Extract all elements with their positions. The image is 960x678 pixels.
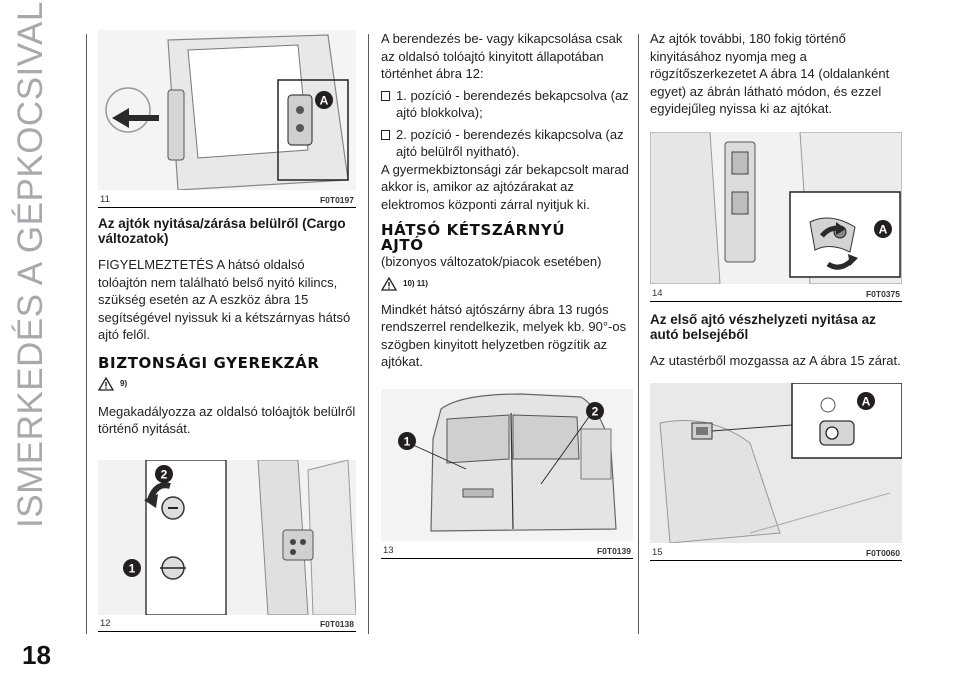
page-number: 18 (22, 640, 51, 670)
column-1: A 11 F0T0197 Az ajtók nyitása/zárása bel… (98, 30, 356, 632)
heading-emergency-opening: Az első ajtó vészhelyzeti nyitása az aut… (650, 311, 876, 342)
warning-reference: 9) (98, 376, 356, 391)
figure-13: 1 2 13 F0T0139 (381, 388, 633, 559)
figure-12: 2 1 12 F0T0138 (98, 459, 356, 632)
list-item-position-2: 2. pozíció - berendezés kikapcsolva (az … (381, 126, 633, 161)
callout-a-label: A (320, 94, 329, 108)
paragraph-lock: A gyermekbiztonsági zár bekapcsolt marad… (381, 161, 629, 212)
figure-14-illustration: A (650, 131, 902, 284)
side-section-title: ISMERKEDÉS A GÉPKOCSIVAL (11, 1, 50, 528)
callout-a-badge (315, 91, 333, 109)
figure-13-illustration: 1 2 (381, 388, 633, 541)
column-3: Az ajtók további, 180 fokig történő kiny… (650, 30, 902, 561)
figure-14: A 14 F0T0375 (650, 131, 902, 302)
callout-2-badge (155, 464, 173, 483)
column-divider-2 (638, 34, 639, 634)
warning-triangle-icon (98, 376, 114, 391)
figure-12-illustration: 2 1 (98, 459, 356, 615)
paragraph-child-lock: Megakadályozza az oldalsó tolóajtók belü… (98, 403, 356, 437)
svg-text:A: A (862, 395, 871, 409)
heading-child-lock: BIZTONSÁGI GYEREKZÁR (98, 353, 320, 372)
callout-1-badge (398, 431, 416, 450)
figure-15-illustration: A (650, 383, 902, 543)
left-margin-rule (86, 34, 87, 634)
list-item-position-1: 1. pozíció - berendezés bekapcsolva (az … (381, 87, 633, 122)
checkbox-bullet-icon (381, 90, 390, 101)
warning-reference: 10) 11) (381, 276, 633, 291)
checkbox-bullet-icon (381, 129, 390, 140)
figure-code: F0T0138 (319, 618, 354, 629)
paragraph-move-lock: Az utastérből mozgassa az A ábra 15 zára… (650, 352, 901, 368)
warning-triangle-icon (381, 276, 397, 291)
callout-1-badge (123, 558, 141, 577)
paragraph-warning: FIGYELMEZTETÉS A hátsó oldalsó tolóajtón… (98, 257, 351, 342)
svg-text:2: 2 (161, 467, 168, 481)
figure-number: 14 (652, 287, 663, 299)
column-2: A berendezés be- vagy kikapcsolása csak … (381, 30, 633, 559)
callout-a-badge (874, 219, 892, 238)
figure-number: 11 (100, 194, 110, 205)
figure-15: A 15 F0T0060 (650, 383, 902, 561)
figure-code: F0T0060 (865, 548, 900, 558)
svg-text:1: 1 (404, 434, 411, 448)
figure-number: 15 (652, 547, 663, 558)
paragraph-intro: A berendezés be- vagy kikapcsolása csak … (381, 31, 623, 81)
paragraph-springs: Mindkét hátsó ajtószárny ábra 13 rugós r… (381, 301, 627, 370)
column-divider-1 (368, 34, 369, 634)
figure-11-illustration: A (98, 30, 356, 190)
callout-2-badge (586, 401, 604, 420)
figure-11: A 11 F0T0197 (98, 30, 356, 208)
svg-text:1: 1 (129, 561, 136, 575)
figure-code: F0T0375 (865, 288, 900, 299)
svg-text:2: 2 (592, 404, 599, 418)
heading-rear-double-door: HÁTSÓ KÉTSZÁRNYÚ AJTÓ (381, 221, 566, 254)
paragraph-180-degrees: Az ajtók további, 180 fokig történő kiny… (650, 31, 890, 116)
figure-code: F0T0139 (596, 545, 631, 556)
figure-number: 13 (383, 544, 394, 556)
svg-text:A: A (879, 222, 888, 236)
paragraph-versions: (bizonyos változatok/piacok esetében) (381, 254, 602, 269)
figure-code: F0T0197 (319, 195, 354, 205)
figure-number: 12 (100, 617, 111, 629)
callout-a-badge (857, 392, 875, 410)
heading-doors-inside: Az ajtók nyitása/zárása belülről (Cargo … (98, 216, 346, 246)
